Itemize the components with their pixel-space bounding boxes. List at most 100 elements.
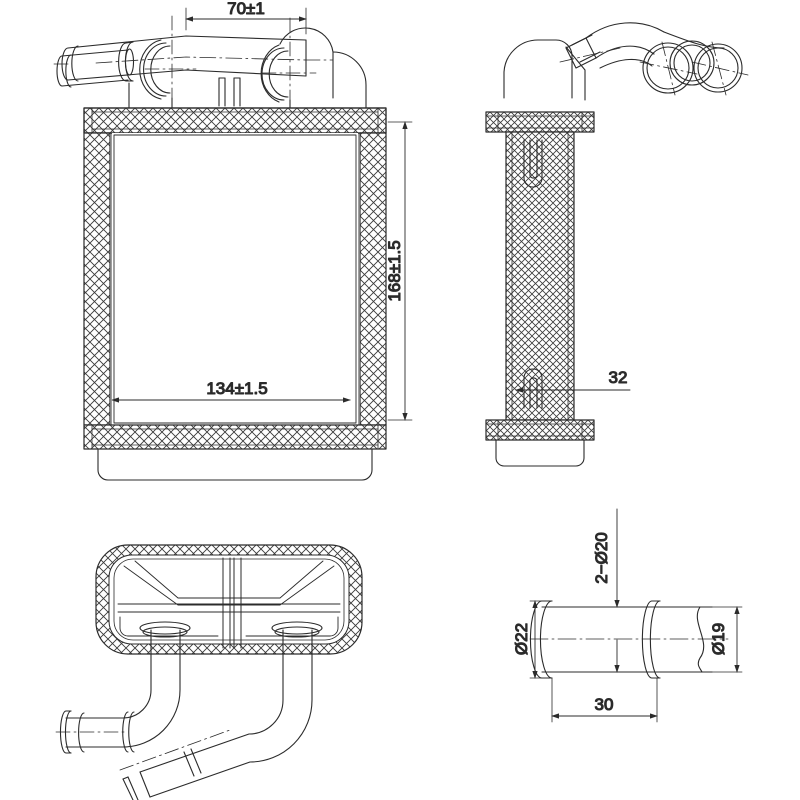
dimension-pipe-spacing: 70±1 xyxy=(185,0,307,35)
side-core-edges xyxy=(511,131,569,421)
right-pipe-end-bead-link xyxy=(122,776,129,780)
port3-outer xyxy=(693,43,743,93)
front-top-header xyxy=(83,107,387,134)
top-view-right-port xyxy=(271,621,323,638)
stub-pipe-top xyxy=(61,49,129,57)
detail-left-bead-link xyxy=(541,600,553,679)
left-rail xyxy=(83,132,111,426)
side-tube-loop-1 xyxy=(523,139,543,188)
dimension-core-width: 134±1.5 xyxy=(111,378,351,403)
dim-pipe-length-label: 30 xyxy=(595,695,614,714)
detail-left-bead-outer xyxy=(539,600,553,679)
dim-core-width-label: 134±1.5 xyxy=(206,379,267,398)
port2-inner xyxy=(673,44,711,82)
detail-mid-bead-b xyxy=(649,600,661,679)
side-tank-shoulder xyxy=(565,46,586,101)
stub-pipe-bottom xyxy=(61,79,129,87)
left-neck xyxy=(279,27,334,99)
side-bottom-header xyxy=(485,419,595,441)
top-view-left-port xyxy=(139,621,191,638)
side-top-header-caps xyxy=(497,111,583,133)
right-pipe-end-bead-b xyxy=(122,778,134,800)
left-boss-ellipse-2 xyxy=(142,626,188,638)
right-pipe-inner xyxy=(149,629,313,798)
pipe-bead-a xyxy=(118,42,127,82)
detail-break-line xyxy=(696,606,705,673)
top-header-end-caps xyxy=(91,107,379,134)
side-top-header xyxy=(485,111,595,133)
top-view-pocket-left xyxy=(119,616,219,637)
dimension-core-thickness: 32 xyxy=(515,367,631,393)
left-collar-mid xyxy=(261,47,285,101)
port3-centerline-v xyxy=(711,41,727,96)
top-view-cavity xyxy=(108,554,350,645)
front-view: 70±1 168±1.5 134±1.5 xyxy=(51,0,413,481)
side-port-3 xyxy=(691,41,749,96)
side-tube-loop-2-inner xyxy=(529,377,538,409)
top-view-pocket-right xyxy=(245,616,339,637)
dimension-pipe-inner-dia: Ø19 xyxy=(699,606,743,673)
left-pipe-end-cap xyxy=(78,712,85,753)
stub-pipe-bead xyxy=(65,54,72,88)
right-pipe-end-bead-a xyxy=(127,776,139,800)
pipe-bead-link xyxy=(125,41,134,82)
dim-core-thickness-label: 32 xyxy=(609,368,628,387)
left-boss-ellipse xyxy=(139,621,191,635)
hose-outer-upper xyxy=(585,22,665,39)
core-face-outline xyxy=(113,134,357,424)
port1-outer xyxy=(642,42,694,94)
dimension-pipe-outer-dia: Ø22 xyxy=(511,600,543,679)
right-pipe-mid-bead-a xyxy=(183,751,195,777)
detail-mid-bead-link xyxy=(651,600,661,679)
left-pipe-mid-bead-b xyxy=(128,711,135,753)
right-port-collar xyxy=(139,15,197,100)
right-pipe-outer xyxy=(139,629,284,773)
dimension-pipe-count-dia: 2−Ø20 xyxy=(591,508,620,673)
right-boss-ellipse-2 xyxy=(274,626,320,638)
top-view xyxy=(55,544,363,800)
dim-pipe-spacing-label: 70±1 xyxy=(227,0,265,18)
left-pipe-bead-link xyxy=(65,710,72,754)
top-view-left-pipe xyxy=(55,629,181,754)
dim-pipe-inner-dia-label: Ø19 xyxy=(709,623,728,655)
side-tube-loop-1-inner xyxy=(529,139,538,179)
side-core-body xyxy=(505,131,575,421)
dimension-core-height: 168±1.5 xyxy=(384,121,413,421)
right-collar-mid xyxy=(143,42,167,97)
left-neck-outer xyxy=(279,27,334,99)
upper-pipe-bottom-edge xyxy=(67,69,307,81)
side-bottom-header-caps xyxy=(497,419,583,441)
right-collar-inner xyxy=(150,45,171,94)
upper-pipe-top-edge xyxy=(67,35,307,49)
port1-inner xyxy=(646,46,690,90)
front-bottom-header xyxy=(83,424,387,450)
port3-centerline-h xyxy=(691,61,749,76)
upper-pipe-left-bead xyxy=(71,45,79,82)
right-pipe-mid-bead-b xyxy=(190,748,202,774)
side-top-header-rules xyxy=(485,115,595,129)
dimension-pipe-length: 30 xyxy=(551,677,658,723)
side-lower-tank xyxy=(495,439,585,467)
top-view-right-pipe xyxy=(119,629,313,800)
left-collar-inner xyxy=(268,50,289,98)
side-bottom-header-body xyxy=(485,419,595,441)
right-elbow-outer xyxy=(332,51,367,109)
side-port-2 xyxy=(669,40,715,86)
port1-centerline-v xyxy=(661,41,676,96)
side-bottom-header-rules xyxy=(485,423,595,437)
detail-mid-bead-a xyxy=(641,600,653,679)
side-tube-loop-2 xyxy=(523,368,543,409)
right-boss-ellipse xyxy=(271,621,323,635)
side-port-1 xyxy=(639,41,698,96)
side-top-header-body xyxy=(485,111,595,133)
top-view-baffle-vee-2 xyxy=(123,565,335,606)
detail-left-edges xyxy=(541,606,553,673)
left-port-collar xyxy=(260,17,317,103)
bottom-header-end-caps xyxy=(91,424,379,450)
lower-tank xyxy=(97,448,373,481)
top-view-baffle-vee xyxy=(134,560,324,599)
hose-inner-upper xyxy=(595,45,655,59)
dim-pipe-outer-dia-label: Ø22 xyxy=(512,623,531,655)
